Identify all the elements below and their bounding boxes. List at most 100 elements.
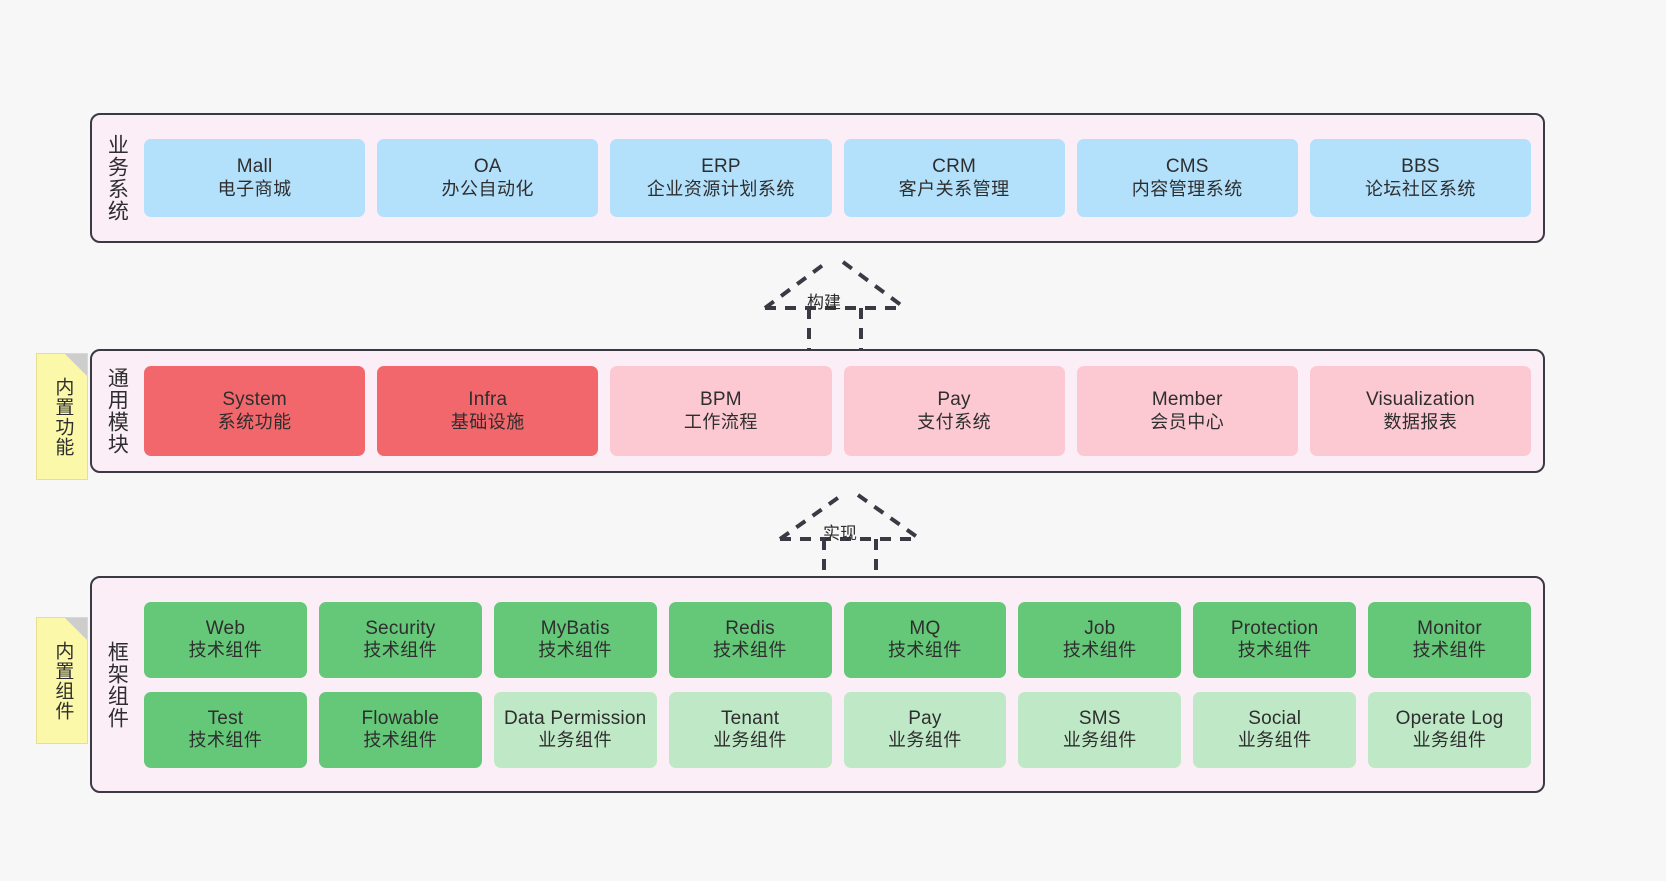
card-title-cn: 技术组件 (887, 640, 962, 661)
card-title-cn: 论坛社区系统 (1364, 178, 1476, 199)
note-builtin-components: 内置组件 (36, 617, 88, 744)
card-title-en: MyBatis (540, 617, 610, 639)
card-title-en: SMS (1078, 707, 1121, 729)
card-title-en: Infra (468, 389, 508, 411)
card-title-en: Redis (725, 617, 775, 639)
card-title-cn: 内容管理系统 (1131, 178, 1243, 199)
card-title-en: Protection (1230, 617, 1319, 639)
card-title-cn: 企业资源计划系统 (646, 178, 795, 199)
card-title-en: Visualization (1365, 389, 1475, 411)
connector-build-label: 构建 (807, 293, 841, 312)
card-title-en: CRM (932, 156, 977, 178)
card-title-en: CMS (1165, 156, 1209, 178)
card-title-cn: 技术组件 (363, 730, 438, 751)
card-title-en: OA (473, 156, 502, 178)
card-title-en: Pay (908, 707, 942, 729)
card-title-cn: 办公自动化 (441, 178, 534, 199)
card-title-cn: 技术组件 (1062, 640, 1137, 661)
card-title-cn: 业务组件 (1237, 730, 1312, 751)
card-title-cn: 客户关系管理 (898, 178, 1010, 199)
card-title-en: Member (1151, 389, 1223, 411)
card-title-cn: 业务组件 (713, 730, 788, 751)
card-title-en: Operate Log (1395, 707, 1504, 729)
connector-implement: 实现 (770, 487, 930, 584)
card-title-cn: 技术组件 (1237, 640, 1312, 661)
card-title-en: System (222, 389, 287, 411)
card-title-cn: 工作流程 (683, 411, 758, 432)
card-title-cn: 系统功能 (217, 411, 292, 432)
card-title-en: Mall (236, 156, 273, 178)
card-title-en: Monitor (1417, 617, 1482, 639)
card-title-en: Data Permission (503, 707, 647, 729)
card-title-en: Test (207, 707, 244, 729)
card-title-en: Security (365, 617, 436, 639)
card-title-en: Job (1084, 617, 1116, 639)
card-title-cn: 技术组件 (713, 640, 788, 661)
card-title-en: Web (205, 617, 246, 639)
card-title-cn: 业务组件 (538, 730, 613, 751)
card-title-cn: 电子商城 (217, 178, 292, 199)
card-title-cn: 技术组件 (1412, 640, 1487, 661)
note-builtin-features: 内置功能 (36, 353, 88, 480)
card-title-cn: 业务组件 (887, 730, 962, 751)
note-builtin-components-label: 内置组件 (52, 640, 74, 721)
card-title-cn: 技术组件 (538, 640, 613, 661)
card-title-en: BBS (1401, 156, 1440, 178)
card-title-cn: 技术组件 (363, 640, 438, 661)
connector-implement-label: 实现 (823, 524, 857, 543)
business-system-layer-title: 业务系统 (105, 134, 129, 222)
connector-build: 构建 (755, 252, 915, 357)
card-title-en: Pay (937, 389, 971, 411)
card-title-cn: 基础设施 (450, 411, 525, 432)
card-title-cn: 技术组件 (188, 730, 263, 751)
card-title-cn: 会员中心 (1150, 411, 1225, 432)
card-title-cn: 业务组件 (1412, 730, 1487, 751)
card-title-cn: 业务组件 (1062, 730, 1137, 751)
common-module-layer-title: 通用模块 (105, 367, 129, 455)
note-builtin-features-label: 内置功能 (52, 376, 74, 457)
framework-component-layer-title: 框架组件 (105, 640, 129, 729)
card-title-en: Flowable (361, 707, 440, 729)
card-title-cn: 支付系统 (917, 411, 992, 432)
card-title-en: ERP (701, 156, 741, 178)
card-title-cn: 数据报表 (1383, 411, 1458, 432)
card-title-en: Social (1248, 707, 1302, 729)
card-title-cn: 技术组件 (188, 640, 263, 661)
